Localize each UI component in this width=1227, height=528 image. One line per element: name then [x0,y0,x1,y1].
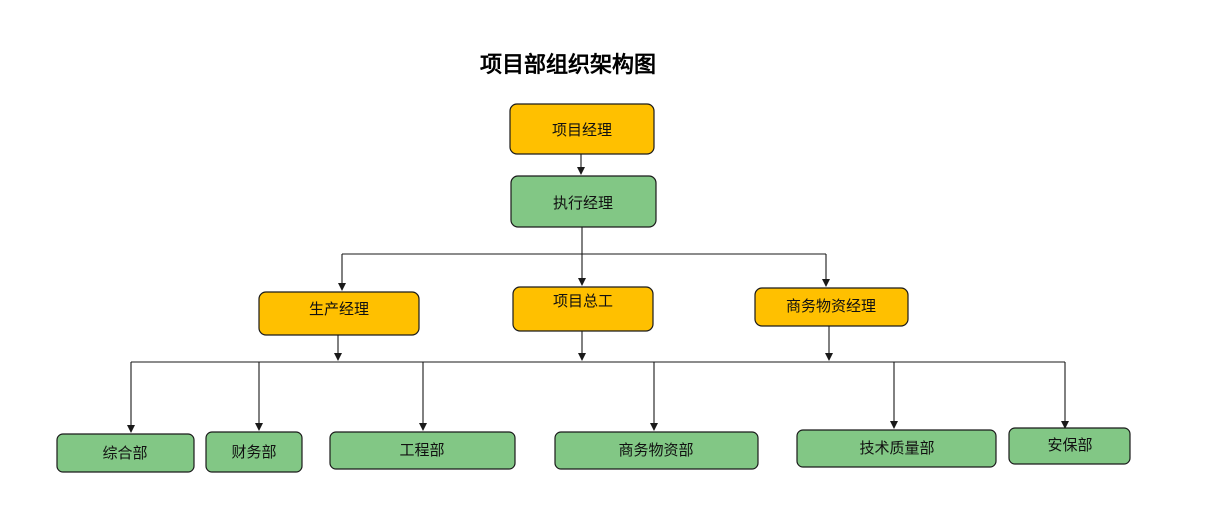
node-label: 项目经理 [552,121,612,139]
node-tech-quality-department: 技术质量部 [796,429,997,468]
node-box [509,103,655,155]
node-executive-manager: 执行经理 [510,175,657,228]
node-project-manager: 项目经理 [509,103,655,155]
node-label: 技术质量部 [859,439,934,457]
node-box [554,431,759,470]
node-box [796,429,997,468]
node-general-department: 综合部 [56,433,195,473]
connector-lines [127,154,1069,433]
node-chief-engineer: 项目总工 [512,286,654,332]
node-label: 综合部 [102,444,147,462]
chart-title: 项目部组织架构图 [480,52,656,78]
node-box [754,287,909,327]
node-label: 商务物资部 [618,441,693,459]
node-box [512,286,654,332]
node-box [329,431,516,470]
node-label: 安保部 [1047,436,1092,454]
node-label: 生产经理 [309,300,369,318]
node-label: 项目总工 [553,292,613,310]
node-label: 财务部 [231,443,276,461]
node-box [205,431,303,473]
node-box [510,175,657,228]
node-box [56,433,195,473]
node-security-department: 安保部 [1008,427,1131,465]
node-label: 商务物资经理 [786,297,876,315]
node-finance-department: 财务部 [205,431,303,473]
node-box [1008,427,1131,465]
node-engineering-department: 工程部 [329,431,516,470]
node-label: 执行经理 [553,194,613,212]
node-commercial-department: 商务物资部 [554,431,759,470]
node-commercial-manager: 商务物资经理 [754,287,909,327]
node-box [258,291,420,336]
node-label: 工程部 [399,441,444,459]
node-production-manager: 生产经理 [258,291,420,336]
